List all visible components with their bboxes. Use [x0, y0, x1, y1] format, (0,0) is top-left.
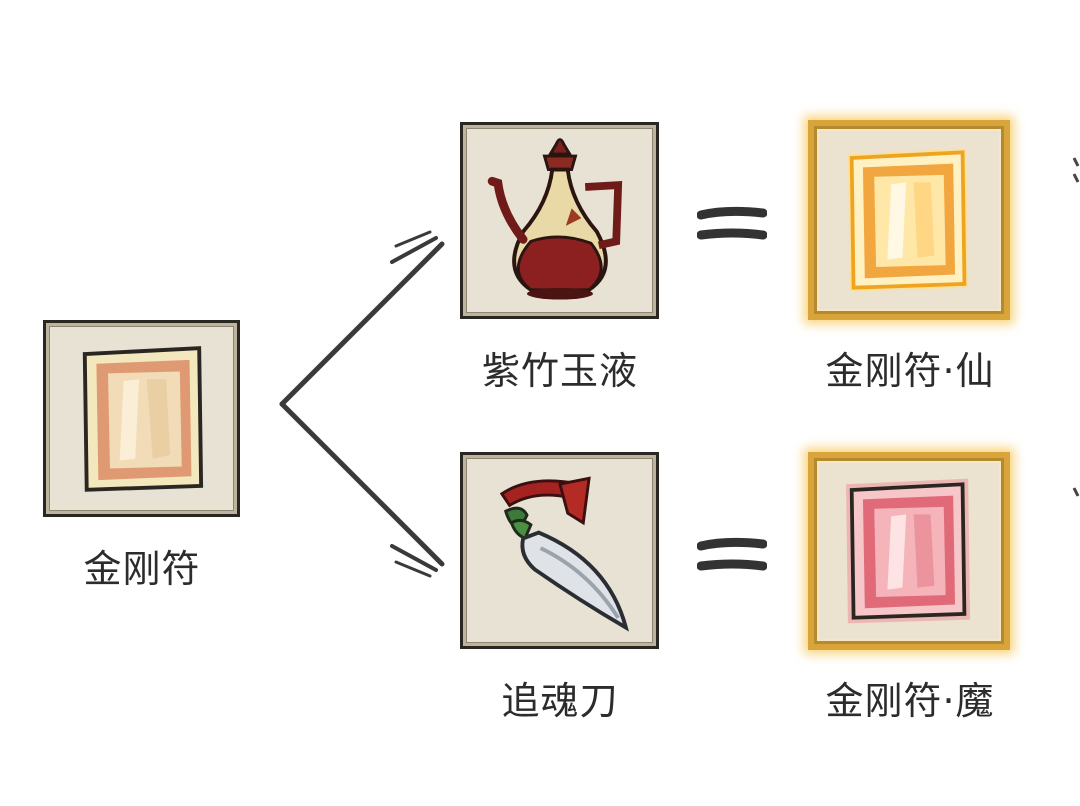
base-item-label: 金刚符 — [83, 547, 201, 591]
wine-ewer-icon — [487, 138, 623, 300]
equals-sign-1 — [697, 206, 767, 240]
base-item-slot[interactable] — [43, 320, 240, 517]
result-slot-2[interactable] — [808, 452, 1010, 650]
ingredient-label-1: 紫竹玉液 — [481, 349, 638, 393]
result-slot-1[interactable] — [808, 120, 1010, 320]
ingredient-slot-1[interactable] — [460, 122, 659, 319]
equals-sign-2 — [697, 537, 767, 571]
red-paper-charm-icon — [846, 478, 971, 624]
edge-mark-bottom — [1072, 487, 1080, 497]
ingredient-slot-2[interactable] — [460, 452, 659, 649]
curved-dagger-icon — [499, 476, 629, 632]
paper-charm-icon — [82, 346, 204, 492]
result-label-1: 金刚符·仙 — [825, 349, 995, 393]
golden-paper-charm-icon — [847, 148, 969, 292]
ingredient-label-2: 追魂刀 — [501, 679, 619, 723]
result-label-2: 金刚符·魔 — [825, 679, 995, 723]
edge-mark-top — [1072, 157, 1080, 183]
